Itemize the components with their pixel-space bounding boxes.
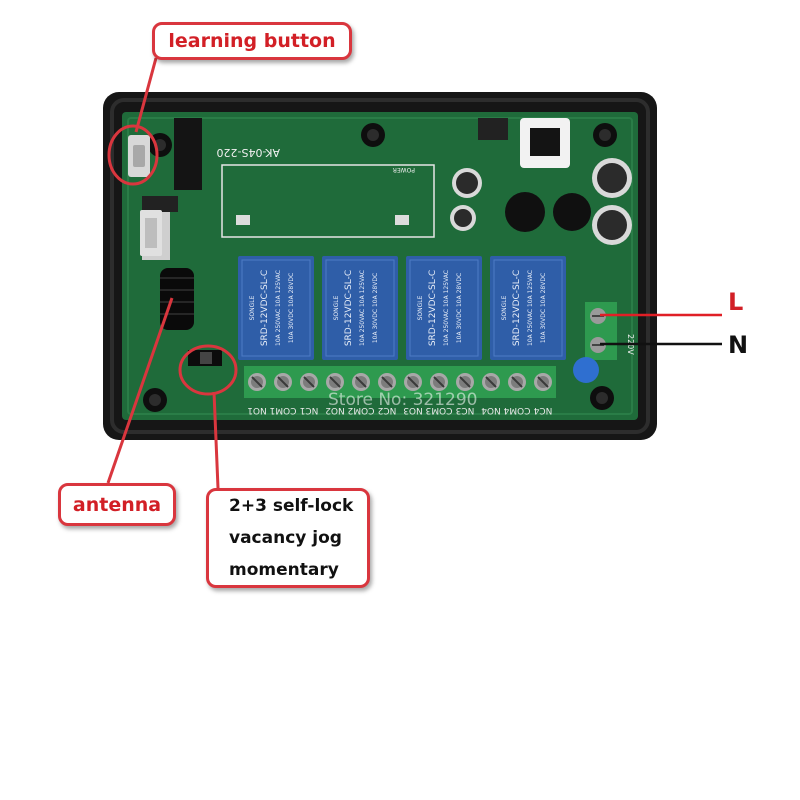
learning-button-highlight	[107, 124, 159, 186]
terminal-label: COM2	[348, 405, 375, 415]
terminal-screw	[482, 373, 500, 391]
terminal-label: NC1	[300, 405, 319, 415]
terminal-screw	[430, 373, 448, 391]
relay-1: SONGLE SRD-12VDC-SL-C 10A 250VAC 10A 125VA…	[238, 256, 314, 360]
watermark: Store No: 321290	[328, 390, 478, 410]
mode-callout: 2+3 self-lock vacancy jog momentary	[206, 488, 370, 588]
relay-2: SONGLE SRD-12VDC-SL-C 10A 250VAC 10A 125VA…	[322, 256, 398, 360]
learning-button-callout: learning button	[152, 22, 352, 60]
jumper-highlight	[178, 344, 238, 396]
relay-text: SONGLE	[249, 295, 256, 320]
terminal-label: NC4	[533, 405, 552, 415]
model-label: AK-04S-220	[217, 146, 281, 159]
relay-text: 10A 250VAC 10A 125VAC	[527, 270, 534, 346]
relay-text: 10A 30VDC 10A 28VDC	[372, 273, 379, 343]
terminal-label: COM3	[426, 405, 453, 415]
terminal-screw	[300, 373, 318, 391]
terminal-screw	[508, 373, 526, 391]
relay-text: 10A 30VDC 10A 28VDC	[456, 273, 463, 343]
mounting-holes	[143, 123, 617, 412]
relay-text: SRD-12VDC-SL-C	[428, 270, 438, 346]
relay-text: 10A 250VAC 10A 125VAC	[275, 270, 282, 346]
callout-leaders	[106, 57, 238, 489]
relay-4: SONGLE SRD-12VDC-SL-C 10A 250VAC 10A 125VA…	[490, 256, 566, 360]
capacitors	[450, 158, 632, 245]
relay-text: 10A 250VAC 10A 125VAC	[443, 270, 450, 346]
terminal-block	[244, 366, 556, 398]
power-label: POWER	[393, 166, 415, 173]
label-area	[221, 164, 435, 238]
terminal-screw	[248, 373, 266, 391]
relay-3: SONGLE SRD-12VDC-SL-C 10A 250VAC 10A 125VA…	[406, 256, 482, 360]
mode-line-vacancy-jog: vacancy jog	[229, 528, 342, 548]
terminal-screw	[274, 373, 292, 391]
terminal-label: NC2	[378, 405, 397, 415]
relay-text: 10A 250VAC 10A 125VAC	[359, 270, 366, 346]
terminal-label: NO1	[247, 405, 267, 415]
mode-line-momentary: momentary	[229, 560, 339, 580]
relay-text: SRD-12VDC-SL-C	[344, 270, 354, 346]
relay-text: SRD-12VDC-SL-C	[260, 270, 270, 346]
live-label: L	[728, 288, 744, 316]
ic-chips	[142, 118, 570, 260]
relay-text: SONGLE	[417, 295, 424, 320]
relays: SONGLE SRD-12VDC-SL-C 10A 250VAC 10A 125VA…	[238, 256, 566, 360]
relay-text: 10A 30VDC 10A 28VDC	[288, 273, 295, 343]
neutral-label: N	[728, 331, 749, 359]
enclosure-rim	[110, 98, 650, 434]
terminal-screws	[248, 373, 552, 391]
terminal-label: COM1	[270, 405, 297, 415]
pcb-highlight	[127, 117, 633, 415]
mode-line-self-lock: 2+3 self-lock	[229, 496, 354, 516]
terminal-screw	[352, 373, 370, 391]
terminal-label: NO4	[481, 405, 501, 415]
varistor	[573, 357, 599, 383]
terminal-label: NO2	[325, 405, 345, 415]
terminal-screw	[456, 373, 474, 391]
terminal-label: COM4	[503, 405, 530, 415]
antenna-callout: antenna	[58, 483, 176, 526]
relay-text: SRD-12VDC-SL-C	[512, 270, 522, 346]
relay-text: SONGLE	[501, 295, 508, 320]
relay-text: 10A 30VDC 10A 28VDC	[540, 273, 547, 343]
terminal-label: NC3	[456, 405, 475, 415]
terminal-screw	[326, 373, 344, 391]
terminal-label: NO3	[403, 405, 423, 415]
terminal-screw	[378, 373, 396, 391]
terminal-screw	[404, 373, 422, 391]
relay-text: SONGLE	[333, 295, 340, 320]
terminal-screw	[534, 373, 552, 391]
